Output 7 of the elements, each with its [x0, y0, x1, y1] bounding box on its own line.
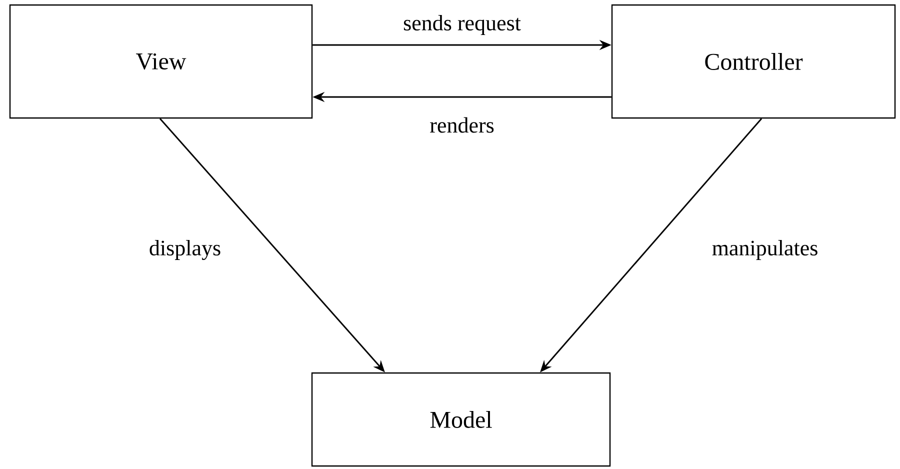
edge-label: sends request — [401, 13, 523, 37]
edge-label: manipulates — [710, 238, 820, 262]
process-box: View — [9, 4, 313, 119]
edge-label: displays — [146, 238, 224, 262]
process-box: Controller — [611, 4, 896, 119]
edge-label: renders — [428, 115, 496, 135]
process-box: Model — [311, 372, 611, 467]
